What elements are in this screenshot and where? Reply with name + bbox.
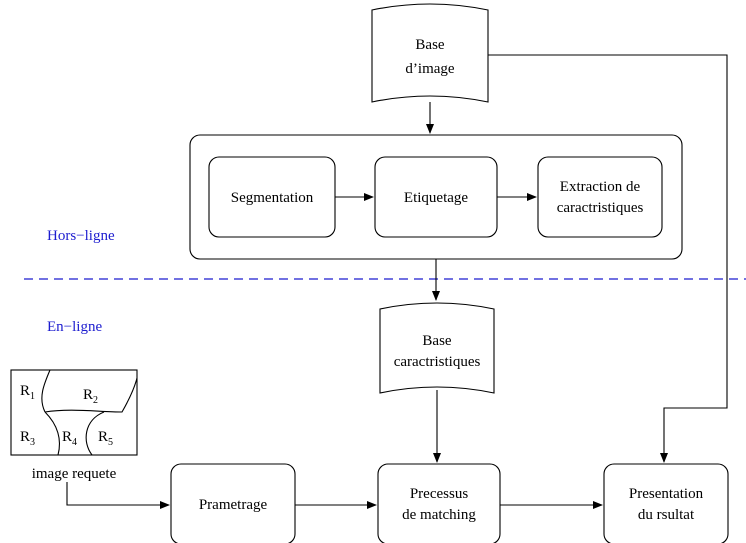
query-image-caption: image requete xyxy=(32,466,117,482)
region-label-r2: R2 xyxy=(83,387,98,406)
base-image-node: Base d’image xyxy=(371,3,489,103)
segmentation-node: Segmentation xyxy=(208,156,336,238)
presentation-label-1: Presentation xyxy=(629,486,704,502)
offline-zone-label: Hors−ligne xyxy=(47,228,115,244)
extraction-node: Extraction de caractristiques xyxy=(537,156,663,238)
processus-matching-label-1: Precessus xyxy=(410,486,468,502)
presentation-node: Presentation du rsultat xyxy=(603,463,729,543)
base-caracteristiques-node: Base caractristiques xyxy=(379,302,495,394)
extraction-label-2: caractristiques xyxy=(557,200,644,216)
processus-matching-label-2: de matching xyxy=(402,507,476,523)
region-label-r4: R4 xyxy=(62,429,77,448)
etiquetage-node: Etiquetage xyxy=(374,156,498,238)
prametrage-label: Prametrage xyxy=(199,497,268,513)
region-label-r3: R3 xyxy=(20,429,35,448)
prametrage-node: Prametrage xyxy=(170,463,296,543)
arrow-query-to-prametrage xyxy=(66,482,170,509)
etiquetage-label: Etiquetage xyxy=(404,190,468,206)
region-border xyxy=(44,411,61,456)
region-border xyxy=(41,369,51,413)
region-label-r1: R1 xyxy=(20,383,35,402)
processus-matching-node: Precessus de matching xyxy=(377,463,501,543)
base-image-label-1: Base xyxy=(415,37,445,53)
cylinder-shape xyxy=(379,302,495,394)
region-border xyxy=(44,377,138,413)
base-caracteristiques-label-2: caractristiques xyxy=(394,354,481,370)
presentation-label-2: du rsultat xyxy=(638,507,695,523)
base-image-label-2: d’image xyxy=(405,61,454,77)
region-border xyxy=(85,411,105,456)
arrow-base-image-to-presentation xyxy=(488,54,728,463)
region-label-r5: R5 xyxy=(98,429,113,448)
query-image: R1 R2 R3 R4 R5 image requete xyxy=(10,369,138,482)
online-zone-label: En−ligne xyxy=(47,319,102,335)
segmentation-label: Segmentation xyxy=(231,190,314,206)
base-caracteristiques-label-1: Base xyxy=(422,333,452,349)
cylinder-shape xyxy=(371,3,489,103)
extraction-label-1: Extraction de xyxy=(560,179,641,195)
